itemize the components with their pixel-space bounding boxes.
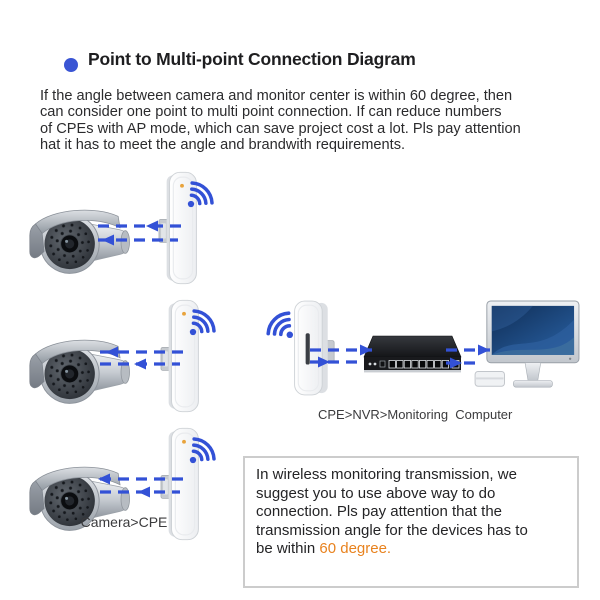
note-text-prefix: be within [256, 540, 320, 558]
cctv-camera-icon [26, 328, 140, 416]
note-highlight: 60 degree. [319, 540, 392, 558]
monitoring-computer-icon [474, 300, 582, 398]
camera-cpe-label: Camera>CPE [80, 514, 168, 530]
intro-paragraph: If the angle between camera and monitor … [40, 88, 521, 154]
wifi-signal-icon [186, 304, 221, 339]
wifi-signal-icon [184, 176, 219, 211]
backhaul-label: CPE>NVR>Monitoring Computer [318, 407, 513, 422]
note-text: In wireless monitoring transmission, we … [256, 466, 528, 539]
nvr-switch-icon [357, 333, 467, 381]
note-box: In wireless monitoring transmission, we … [243, 456, 579, 588]
wifi-signal-icon [186, 432, 221, 467]
page-title: Point to Multi-point Connection Diagram [88, 49, 416, 69]
cctv-camera-icon [26, 198, 140, 286]
bullet-icon [64, 58, 78, 72]
receiver-cpe-device-icon [290, 299, 336, 397]
note-last-line: be within 60 degree. [256, 540, 566, 559]
